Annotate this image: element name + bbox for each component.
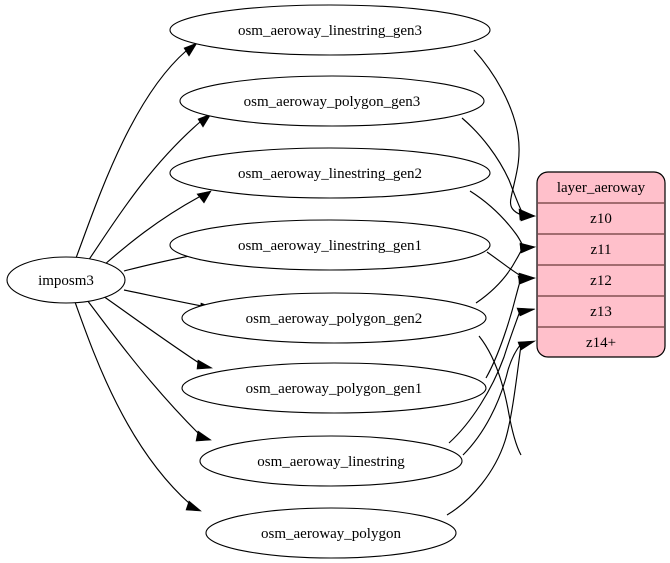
node-label-linestring: osm_aeroway_linestring [257, 454, 405, 470]
node-osm-aeroway-polygon[interactable]: osm_aeroway_polygon [205, 507, 457, 559]
edge-imposm3-to-polygon [74, 301, 191, 505]
node-shape-polygon-gen3[interactable] [179, 75, 485, 127]
layer-table-row-z10[interactable]: z10 [590, 211, 612, 227]
arrow-head-linestring-gen2 [196, 190, 212, 204]
node-osm-aeroway-linestring[interactable]: osm_aeroway_linestring [199, 435, 463, 487]
source-table-nodes: osm_aeroway_linestring_gen3 osm_aeroway_… [169, 4, 491, 559]
layer-table-border [536, 171, 666, 358]
edge-linestring-gen2-to-z11 [469, 190, 524, 247]
edge-imposm3-to-linestring-gen2 [103, 196, 200, 266]
arrow-head-z14-a [517, 340, 537, 351]
edge-polygon-gen3-to-z10 [461, 117, 523, 213]
edge-imposm3-to-polygon-gen1 [102, 295, 200, 364]
layer-table-row-z14-plus[interactable]: z14+ [586, 335, 616, 351]
edge-imposm3-to-polygon-gen2 [123, 289, 203, 307]
node-label-linestring-gen1: osm_aeroway_linestring_gen1 [238, 238, 422, 254]
layer-table-row-z11[interactable]: z11 [590, 242, 611, 258]
node-label-polygon: osm_aeroway_polygon [261, 526, 401, 542]
layer-table-row-z12[interactable]: z12 [590, 273, 612, 289]
node-shape-polygon-gen2[interactable] [181, 292, 487, 344]
edge-strand-lower-a [462, 343, 522, 456]
node-shape-linestring-gen3[interactable] [169, 4, 491, 56]
layer-table-header-label: layer_aeroway [557, 180, 646, 196]
arrow-head-z10-b [518, 208, 536, 221]
arrow-head-polygon [185, 500, 202, 512]
arrow-head-z13 [516, 307, 536, 317]
edge-strand-lower-b [478, 335, 522, 456]
edge-imposm3-to-polygon-gen3 [87, 121, 201, 262]
node-label-linestring-gen3: osm_aeroway_linestring_gen3 [238, 23, 422, 39]
edge-imposm3-to-linestring-gen3 [75, 50, 187, 259]
edge-imposm3-to-linestring [86, 299, 200, 435]
node-imposm3[interactable]: imposm3 [6, 256, 126, 304]
edges-to-layer-aeroway [446, 49, 537, 516]
node-label-imposm3: imposm3 [38, 273, 94, 289]
node-label-polygon-gen2: osm_aeroway_polygon_gen2 [246, 311, 423, 327]
node-osm-aeroway-linestring-gen3[interactable]: osm_aeroway_linestring_gen3 [169, 4, 491, 56]
arrow-head-z11-b [519, 243, 537, 254]
arrow-head-linestring-gen3 [183, 42, 198, 57]
node-shape-polygon[interactable] [205, 507, 457, 559]
node-shape-imposm3[interactable] [6, 256, 126, 304]
node-label-polygon-gen3: osm_aeroway_polygon_gen3 [244, 94, 421, 110]
arrow-head-linestring [195, 430, 212, 442]
arrow-head-polygon-gen1 [196, 359, 214, 370]
edge-linestring-gen3-to-z10 [473, 49, 523, 216]
node-label-polygon-gen1: osm_aeroway_polygon_gen1 [246, 381, 423, 397]
node-osm-aeroway-polygon-gen2[interactable]: osm_aeroway_polygon_gen2 [181, 292, 487, 344]
arrow-head-z12-b [517, 275, 536, 285]
node-shape-linestring[interactable] [199, 435, 463, 487]
arrow-head-polygon-gen3 [197, 113, 212, 128]
node-shape-linestring-gen1[interactable] [169, 219, 491, 271]
node-shape-polygon-gen1[interactable] [181, 362, 487, 414]
node-osm-aeroway-polygon-gen3[interactable]: osm_aeroway_polygon_gen3 [179, 75, 485, 127]
node-osm-aeroway-linestring-gen1[interactable]: osm_aeroway_linestring_gen1 [169, 219, 491, 271]
layer-table-row-z13[interactable]: z13 [590, 304, 612, 320]
node-osm-aeroway-polygon-gen1[interactable]: osm_aeroway_polygon_gen1 [181, 362, 487, 414]
edge-polygon-gen1-to-z12 [485, 278, 522, 379]
edge-polygon-to-z14 [446, 344, 522, 516]
node-osm-aeroway-linestring-gen2[interactable]: osm_aeroway_linestring_gen2 [169, 147, 491, 199]
node-shape-linestring-gen2[interactable] [169, 147, 491, 199]
node-layer-aeroway-table[interactable]: layer_aeroway z10 z11 z12 z13 z14+ [536, 171, 666, 358]
edge-linestring-gen1-to-z12 [486, 251, 522, 277]
edge-linestring-to-z13 [448, 310, 521, 444]
node-label-linestring-gen2: osm_aeroway_linestring_gen2 [238, 166, 422, 182]
